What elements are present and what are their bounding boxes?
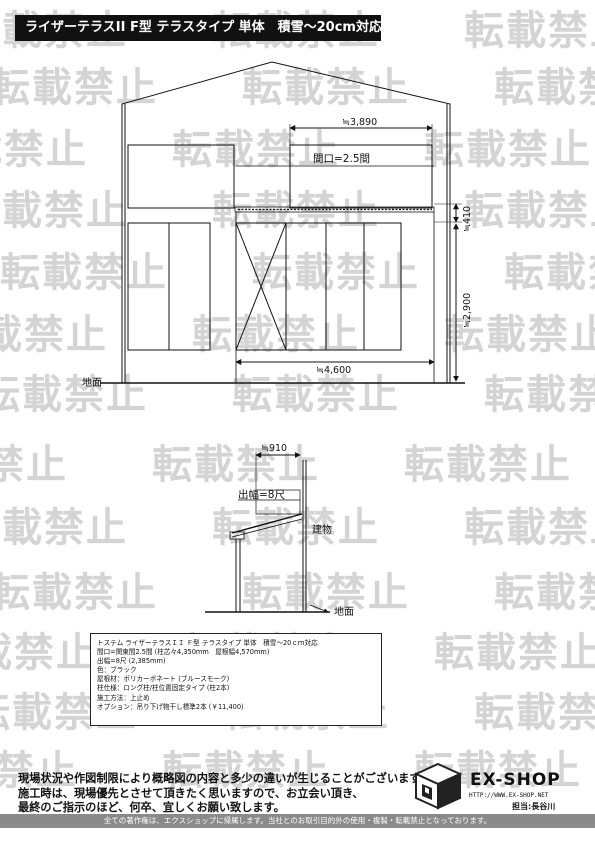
- roof-panel-under: [231, 518, 303, 538]
- spec-install: 施工方法：上止め: [97, 693, 150, 702]
- watermark-row: 転載禁止 転載禁止 転載禁止: [0, 127, 592, 173]
- dim-top-width-label: ≒3,890: [342, 117, 377, 128]
- dim-roof-height-label: ≒410: [462, 206, 473, 232]
- spec-frontage: 間口=関東間2.5間 (柱芯々4,350mm 屋根幅4,570mm): [97, 648, 270, 657]
- spec-post: 柱仕様：ロング柱/柱位置固定タイプ (柱2本): [97, 684, 230, 693]
- side-elevation: [205, 452, 330, 613]
- spec-option: オプション：吊り下げ物干し標準2本 (￥11,400): [97, 702, 244, 711]
- side-ground-label: 地面: [334, 605, 354, 618]
- staff-name: 担当:長谷川: [512, 802, 556, 811]
- frontage-label: 間口=2.5間: [313, 153, 370, 165]
- depth-label: 出幅=8尺: [238, 488, 285, 501]
- front-elevation: [100, 61, 465, 384]
- copyright-footer: 全ての著作権は、エクスショップに帰属します。当社とのお取引目的外の使用・複製・転…: [0, 814, 595, 828]
- side-window: [255, 489, 301, 515]
- watermark-row: 転載禁止 転載禁止 転載禁止: [0, 748, 582, 794]
- watermark-row: 転載禁止 転載禁止 転載禁止: [0, 188, 595, 234]
- page-title: ライザーテラスII F型 テラスタイプ 単体 積雪～20cm対応: [15, 15, 382, 41]
- spec-product: トステム ライザーテラスＩＩ Ｆ型 テラスタイプ 単体 積雪～20ｃｍ対応: [97, 639, 318, 647]
- watermark-row: 転載禁止 転載禁止 転載禁止: [0, 250, 595, 296]
- cube-logo-icon: [413, 762, 463, 810]
- watermark-row: 転載禁止 転載禁止 転載禁止: [0, 570, 595, 616]
- notice: 現場状況や作図制限により概略図の内容と多少の違いが生じることがございます。 施工…: [18, 772, 431, 816]
- watermark-row: 転載禁止 転載禁止 転載禁止: [0, 312, 595, 358]
- notice-line: 最終のご指示のほど、何卒、宜しくお願い致します。: [18, 801, 285, 814]
- ex-shop-logo: EX-SHOP HTTP://WWW.EX-SHOP.NET 担当:長谷川: [412, 760, 582, 811]
- side-dim-width-label: ≒910: [261, 443, 287, 454]
- upper-window-left: [127, 144, 235, 209]
- gutter: [229, 531, 245, 540]
- house-outline: [121, 61, 451, 383]
- building-label: 建物: [312, 523, 332, 536]
- dim-height-label: ≒2,900: [462, 293, 473, 328]
- ground-arrow: [309, 604, 329, 613]
- watermark-row: 転載禁止 転載禁止 転載禁止: [0, 65, 595, 111]
- spec-box: トステム ライザーテラスＩＩ Ｆ型 テラスタイプ 単体 積雪～20ｃｍ対応 間口…: [90, 633, 382, 726]
- roof-panel: [231, 513, 303, 534]
- notice-line: 施工時は、現場優先とさせて頂きたく思いますので、お立会い頂き、: [18, 786, 364, 800]
- notice-line: 現場状況や作図制限により概略図の内容と多少の違いが生じることがございます。: [18, 772, 431, 785]
- spec-color: 色：ブラック: [97, 666, 137, 675]
- terrace-roof: [234, 206, 435, 213]
- fixed-pane-cross: [235, 222, 287, 351]
- upper-window-right: [289, 144, 433, 209]
- logo-name: EX-SHOP: [470, 770, 561, 790]
- logo-url: HTTP://WWW.EX-SHOP.NET: [469, 792, 549, 799]
- spec-roof-material: 屋根材：ポリカーボネート (ブルースモーク): [97, 675, 230, 684]
- watermark-row: 転載禁止 転載禁止 転載禁止: [0, 505, 595, 551]
- spec-depth: 出幅=8尺 (2,385mm): [97, 657, 166, 666]
- ground-label: 地面: [82, 376, 102, 389]
- watermark-row: 転載禁止 転載禁止 転載禁止: [0, 442, 572, 488]
- dim-bottom-width-label: ≒4,600: [316, 365, 351, 376]
